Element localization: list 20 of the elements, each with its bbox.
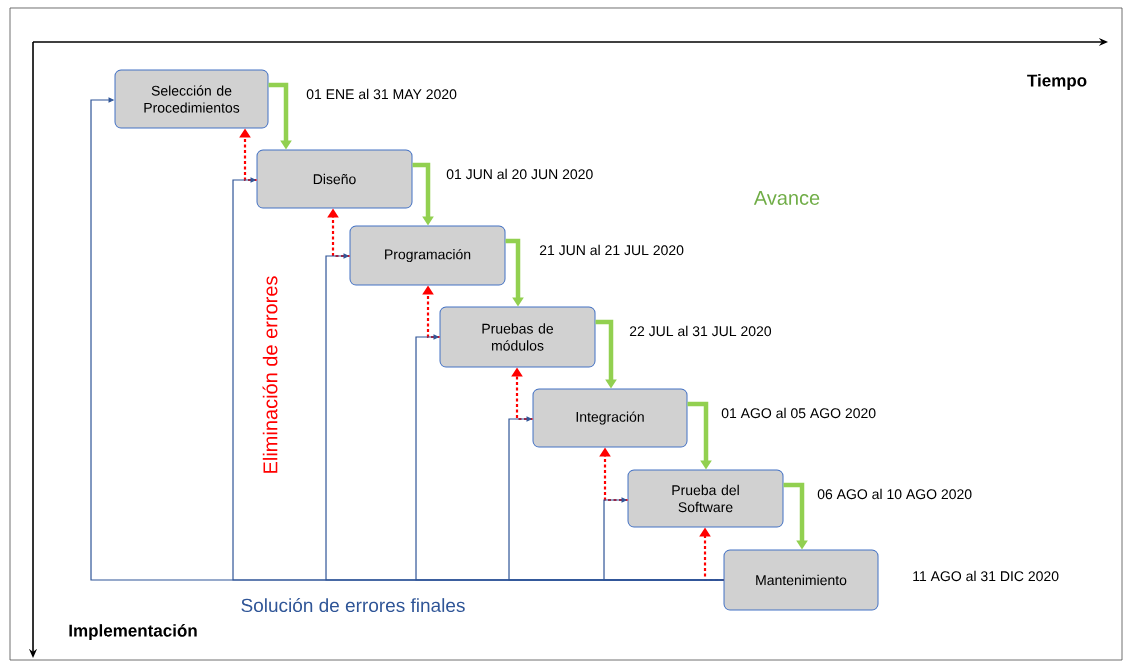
side-label: Eliminación de errores [262, 276, 278, 473]
axis-label: Tiempo [1027, 74, 1087, 90]
axis-label: Implementación [69, 624, 197, 640]
date-range: 06 AGO al 10 AGO 2020 [817, 488, 972, 500]
process-box: Mantenimiento [723, 549, 879, 611]
date-range: 11 AGO al 31 DIC 2020 [913, 570, 1059, 582]
date-range: 22 JUL al 31 JUL 2020 [629, 325, 772, 337]
process-box: Integración [532, 388, 688, 448]
date-range: 01 JUN al 20 JUN 2020 [446, 168, 593, 180]
date-range: 01 ENE al 31 MAY 2020 [306, 88, 457, 100]
process-box: Pruebas de módulos [439, 306, 596, 368]
direction-label: Avance [753, 191, 820, 205]
feedback-line [603, 497, 725, 581]
process-box: Diseño [256, 149, 413, 209]
date-range: 21 JUN al 21 JUL 2020 [539, 244, 684, 256]
process-box: Prueba del Software [627, 469, 784, 528]
process-box: Programación [349, 225, 506, 286]
date-range: 01 AGO al 05 AGO 2020 [721, 407, 876, 419]
process-box: Selección de Procedimientos [114, 69, 269, 129]
bottom-label: Solución de errores finales [241, 597, 465, 613]
